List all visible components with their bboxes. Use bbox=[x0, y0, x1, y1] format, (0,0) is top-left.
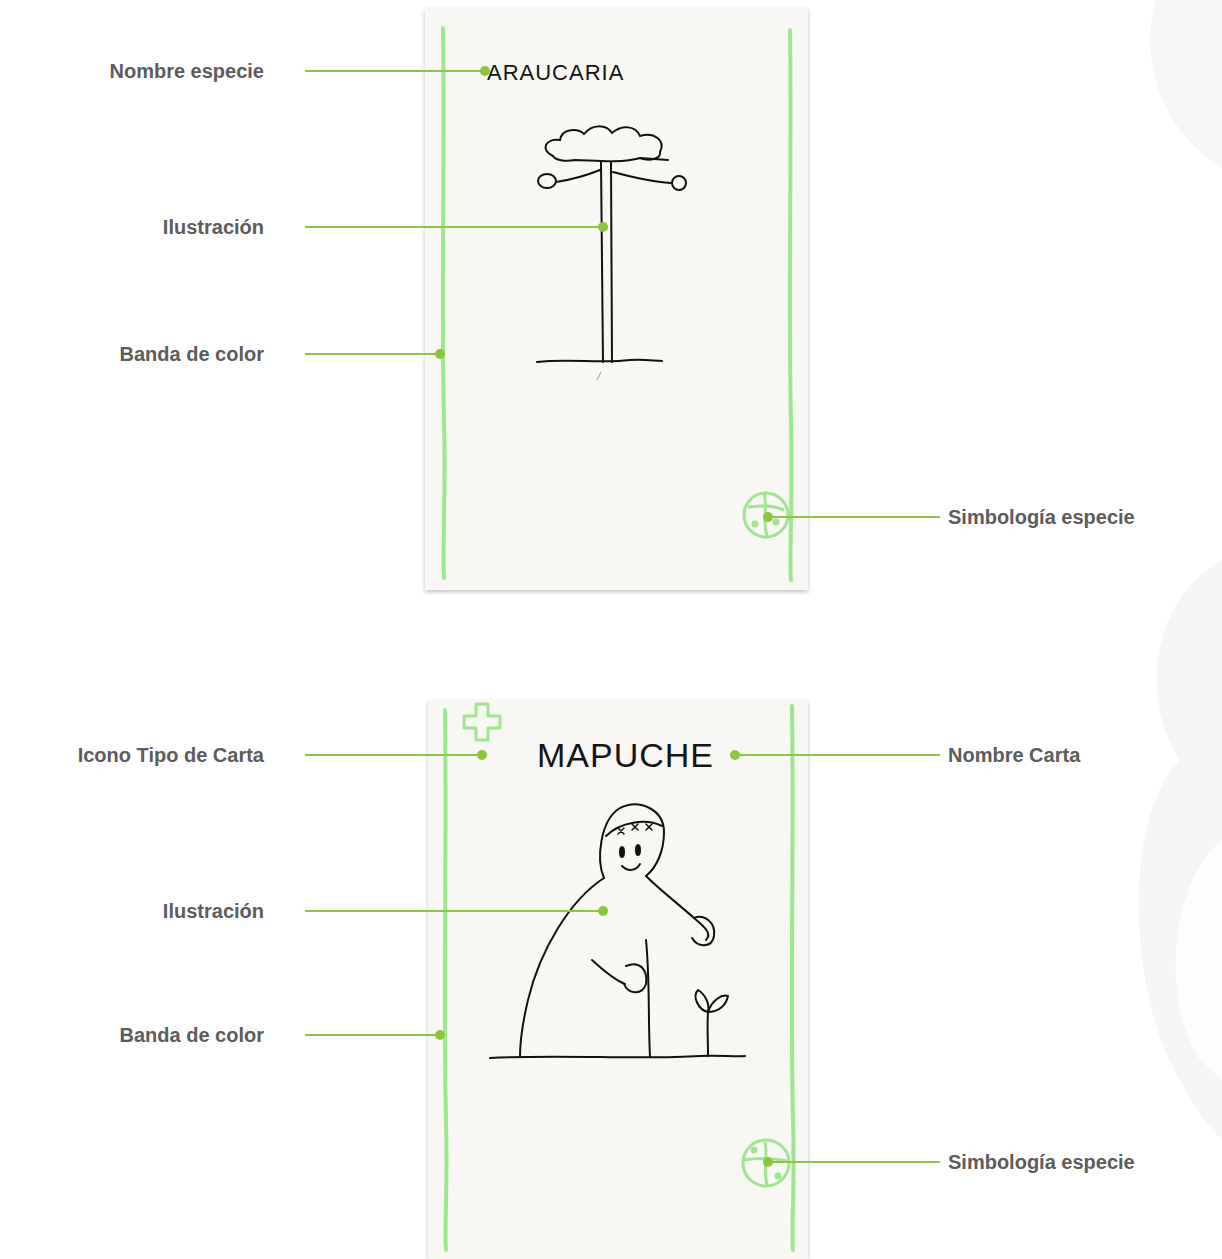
tree-branch bbox=[640, 158, 668, 160]
leader-line bbox=[305, 226, 603, 228]
symbol-dot bbox=[752, 1148, 756, 1152]
symbol-dot bbox=[774, 520, 778, 524]
leader-line bbox=[305, 70, 485, 72]
figure-body bbox=[646, 940, 650, 1057]
symbol-dot bbox=[776, 1174, 780, 1178]
sprout-leaf bbox=[696, 990, 709, 1012]
sprout-leaf bbox=[708, 996, 728, 1012]
symbol-circle bbox=[744, 493, 788, 537]
figure-hand bbox=[624, 964, 646, 992]
leader-line bbox=[768, 1161, 940, 1163]
leader-dot bbox=[436, 350, 444, 358]
callout-label: Icono Tipo de Carta bbox=[78, 744, 264, 767]
card-paper bbox=[425, 8, 808, 590]
color-band bbox=[790, 30, 792, 580]
tree-arm bbox=[613, 172, 671, 183]
card-name: MAPUCHE bbox=[537, 736, 714, 775]
background-circle bbox=[1150, 0, 1222, 190]
symbol-dot bbox=[753, 522, 757, 526]
figure-arm bbox=[592, 960, 625, 984]
callout-label: Ilustración bbox=[163, 900, 264, 923]
leader-dot bbox=[478, 751, 486, 759]
color-band bbox=[792, 706, 794, 1250]
tree-arm bbox=[556, 170, 600, 182]
figure-hand bbox=[692, 917, 714, 945]
leader-line bbox=[768, 516, 940, 518]
callout-label: Banda de color bbox=[120, 1024, 264, 1047]
tree-crown bbox=[546, 126, 662, 161]
figure-eye bbox=[636, 845, 640, 855]
ground-line bbox=[490, 1056, 745, 1058]
leader-lines bbox=[305, 67, 940, 1166]
leader-line bbox=[305, 910, 603, 912]
color-band bbox=[443, 28, 445, 578]
ground-line bbox=[537, 360, 662, 362]
mapuche-drawing bbox=[490, 804, 745, 1058]
leader-dot bbox=[599, 907, 607, 915]
leader-line bbox=[305, 353, 440, 355]
leader-dot bbox=[599, 223, 607, 231]
leader-line bbox=[735, 754, 940, 756]
callout-label: Banda de color bbox=[120, 343, 264, 366]
headband bbox=[606, 822, 662, 836]
callout-label: Simbología especie bbox=[948, 1151, 1135, 1174]
leader-dot bbox=[731, 751, 739, 759]
symbol-line bbox=[748, 506, 784, 510]
tree-trunk bbox=[601, 162, 612, 362]
leader-dot bbox=[764, 513, 772, 521]
callout-label: Ilustración bbox=[163, 216, 264, 239]
tree-cone bbox=[538, 174, 556, 188]
leader-line bbox=[305, 1034, 440, 1036]
color-band bbox=[445, 710, 447, 1250]
species-symbol bbox=[744, 493, 788, 537]
pencil-mark bbox=[597, 372, 601, 380]
araucaria-drawing bbox=[537, 126, 686, 380]
callout-label: Simbología especie bbox=[948, 506, 1135, 529]
leader-dot bbox=[436, 1031, 444, 1039]
background-shape bbox=[1175, 840, 1222, 1080]
leader-dot bbox=[764, 1158, 772, 1166]
card-paper bbox=[428, 700, 808, 1259]
card: MAPUCHE bbox=[428, 700, 808, 1259]
figure-head bbox=[600, 804, 664, 878]
tree-cone bbox=[672, 176, 686, 190]
figure-arm bbox=[646, 876, 708, 940]
card: ARAUCARIA bbox=[425, 8, 808, 590]
leader-line bbox=[305, 754, 482, 756]
headband-pattern bbox=[618, 824, 652, 834]
card-type-icon bbox=[464, 704, 500, 740]
card-name: ARAUCARIA bbox=[487, 60, 624, 86]
callout-label: Nombre Carta bbox=[948, 744, 1080, 767]
background-shape bbox=[1139, 560, 1222, 1140]
figure-smile bbox=[622, 864, 640, 870]
callout-label: Nombre especie bbox=[109, 60, 264, 83]
figure-eye bbox=[620, 847, 624, 857]
figure-body bbox=[520, 878, 604, 1057]
sprout-stem bbox=[707, 1012, 709, 1056]
